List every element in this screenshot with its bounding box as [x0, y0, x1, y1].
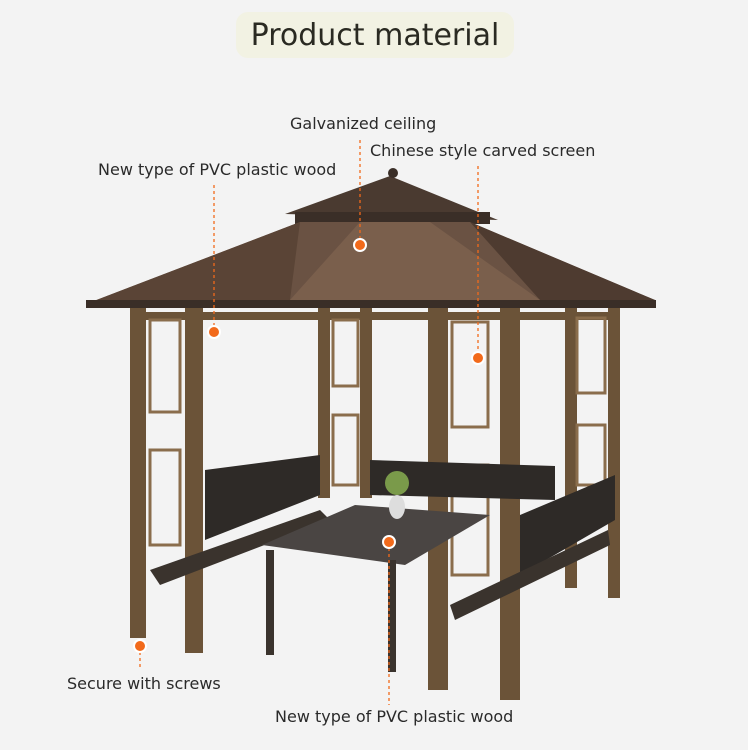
callout-screws: Secure with screws [67, 674, 221, 693]
callout-galvanized-ceiling: Galvanized ceiling [290, 114, 437, 133]
callout-carved-screen: Chinese style carved screen [370, 141, 596, 160]
gazebo-frame [130, 308, 620, 700]
page-title: Product material [236, 12, 514, 58]
furniture [150, 455, 615, 672]
callout-pvc-wood-top: New type of PVC plastic wood [98, 160, 337, 179]
callout-lines [139, 140, 479, 705]
gazebo-roof [86, 168, 656, 308]
callout-dots [133, 238, 485, 653]
callout-pvc-wood-bottom: New type of PVC plastic wood [275, 707, 514, 726]
